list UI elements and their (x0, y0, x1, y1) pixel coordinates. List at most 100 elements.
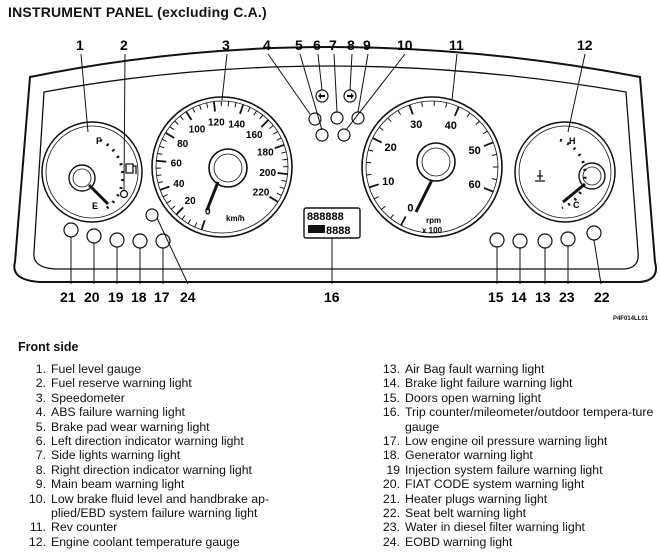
legend-item: 14.Brake light failure warning light (372, 376, 654, 390)
callout-6: 6 (313, 37, 321, 53)
callout-leader-lines (70, 53, 602, 285)
odometer-digits: 888888 (307, 211, 344, 223)
speedo-tick-label: 20 (185, 196, 197, 207)
rev-tick (387, 117, 392, 123)
speedo-tick-label: 160 (246, 130, 263, 141)
legend-item-number: 19 (386, 462, 400, 477)
speedo-tick (159, 185, 170, 191)
legend-item-text: Water in diesel filter warning light (405, 520, 585, 535)
rev-tick (466, 112, 471, 118)
legend-item-number: 10. (28, 491, 46, 506)
speedo-tick (281, 179, 287, 182)
speedo-tick (282, 158, 288, 161)
legend-item: 5.Brake pad wear warning light (18, 420, 318, 434)
legend-item: 3.Speedometer (18, 391, 318, 405)
speedo-tick (212, 101, 216, 112)
legend-item: 22.Seat belt warning light (372, 506, 654, 520)
legend-item-text: Injection system failure warning light (405, 462, 603, 477)
speedo-tick (157, 181, 163, 184)
panel-housing-outline (13, 46, 657, 283)
legend-item-text: Left direction indicator warning light (51, 434, 244, 449)
legend-item: 4. ABS failure warning light (18, 405, 318, 419)
legend-item-text: Generator warning light (405, 448, 533, 463)
legend-item-number: 12. (28, 534, 46, 549)
speedo-tick (156, 159, 167, 163)
callout-17: 17 (154, 289, 170, 305)
rev-tick (483, 141, 494, 147)
legend-item-number: 2. (35, 376, 46, 391)
legend-item-text: Doors open warning light (405, 390, 542, 405)
speedo-tick (274, 143, 285, 150)
legend-item: 19 Injection system failure warning light (372, 463, 654, 477)
legend-item-text: Low brake fluid level and handbrake ap-p… (51, 491, 270, 521)
coolant-icon (535, 170, 545, 182)
speedo-tick (259, 114, 264, 120)
speedo-tick-label: 0 (205, 207, 211, 218)
legend-item-number: 24. (382, 534, 400, 549)
legend-item-number: 8. (35, 462, 46, 477)
speedo-tick (269, 195, 279, 203)
fuel-full-label: F (96, 136, 102, 146)
rev-tick (400, 216, 407, 226)
legend-item: 24.EOBD warning light (372, 535, 654, 549)
rev-tick-label: 0 (407, 203, 413, 215)
callout-22: 22 (594, 289, 610, 305)
callout-12: 12 (577, 37, 593, 53)
callout-numbers: 1 2 3 4 5 6 7 8 9 10 11 12 21 20 19 18 1… (60, 37, 610, 305)
panel-inner-outline (33, 65, 639, 270)
rev-tick (408, 104, 414, 115)
callout-18: 18 (131, 289, 147, 305)
legend-item-number: 5. (35, 419, 46, 434)
legend-item-number: 15. (382, 390, 400, 405)
speedo-tick (156, 174, 162, 177)
legend-item: 9.Main beam warning light (18, 477, 318, 491)
side-lights-light (330, 111, 344, 125)
speedo-tick (185, 111, 193, 121)
abs-failure-light (308, 112, 322, 126)
speedo-tick (227, 101, 230, 107)
callout-7: 7 (329, 37, 337, 53)
temp-cold-label: C (573, 200, 580, 210)
legend-item-number: 6. (35, 434, 46, 449)
legend-item-number: 17. (382, 434, 400, 449)
speedo-tick-label: 200 (259, 168, 276, 179)
speedo-tick (166, 200, 172, 204)
speedo-unit-label: km/h (226, 214, 245, 223)
airbag-fault-light (537, 233, 553, 249)
legend-item-text: Low engine oil pressure warning light (405, 434, 608, 449)
arrow-right-icon (347, 93, 354, 99)
fuel-pump-icon (125, 163, 137, 174)
speedo-tick (247, 107, 251, 113)
legend-item-text: Main beam warning light (51, 477, 185, 492)
rev-tick (491, 178, 497, 181)
speedo-tick-label: 40 (173, 179, 185, 190)
callout-11: 11 (449, 37, 464, 53)
rev-tick-label: 30 (410, 119, 422, 131)
rev-tick-label: 60 (469, 179, 481, 191)
legend-item-number: 23. (382, 520, 400, 535)
legend-item-number: 4. (35, 405, 46, 420)
legend-item-text: Brake light failure warning light (405, 376, 573, 391)
legend-item-text: ABS failure warning light (51, 405, 185, 420)
speedo-tick (198, 104, 202, 110)
legend-item: 10. Low brake fluid level and handbrake a… (18, 492, 318, 521)
speedo-tick (157, 152, 163, 155)
legend-item: 1.Fuel level gauge (18, 362, 318, 376)
speedo-tick (277, 172, 288, 176)
speedo-tick-label: 100 (189, 124, 206, 135)
callout-20: 20 (84, 289, 100, 305)
legend-item-number: 3. (35, 390, 46, 405)
speedo-tick (260, 119, 269, 128)
rev-tick-label: 10 (382, 176, 394, 188)
speedo-tick (276, 137, 282, 141)
rev-tick-label: 40 (445, 120, 457, 132)
speedo-tick (179, 115, 184, 121)
legend-item-text: Seat belt warning light (405, 506, 526, 521)
legend-item: 8.Right direction indicator warning ligh… (18, 463, 318, 477)
legend-item-text: FIAT CODE system warning light (405, 477, 585, 492)
callout-23: 23 (559, 289, 575, 305)
speedo-tick (192, 107, 196, 113)
speedo-tick (170, 205, 176, 210)
callout-1: 1 (76, 37, 84, 53)
